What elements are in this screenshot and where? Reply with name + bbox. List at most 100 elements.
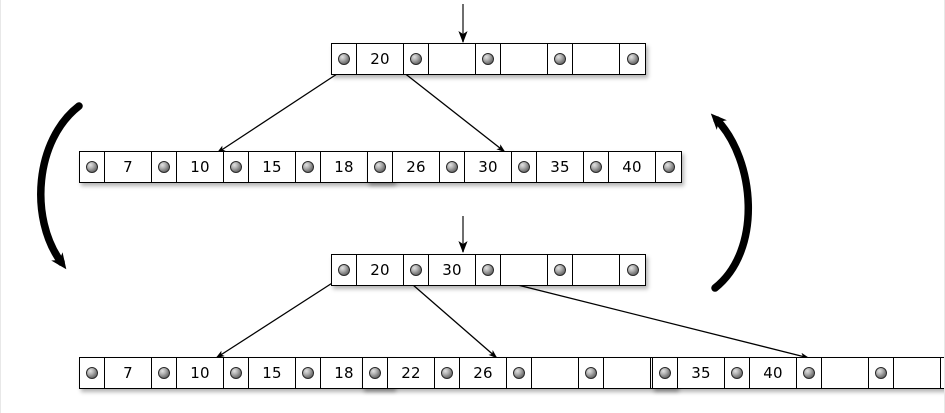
pointer-dot-icon xyxy=(662,161,675,173)
pointer-cell xyxy=(224,152,249,182)
key-cell xyxy=(501,44,548,74)
pointer-dot-icon xyxy=(590,161,602,173)
pointer-cell xyxy=(797,358,822,388)
pointer-dot-icon xyxy=(518,161,530,173)
pointer-cell xyxy=(512,152,537,182)
key-cell xyxy=(822,358,869,388)
pointer-cell xyxy=(584,152,609,182)
key-value: 35 xyxy=(691,364,711,382)
pointer-dot-icon xyxy=(803,367,815,379)
key-value: 18 xyxy=(334,158,354,176)
pointer-dot-icon xyxy=(338,53,350,65)
key-cell: 18 xyxy=(321,358,368,388)
pointer-dot-icon xyxy=(230,367,242,379)
key-cell: 15 xyxy=(249,152,296,182)
key-cell xyxy=(429,44,476,74)
pointer-dot-icon xyxy=(513,367,525,379)
leaf-node-after-middle: 22 26 xyxy=(362,357,677,389)
pointer-dot-icon xyxy=(482,53,494,65)
pointer-cell xyxy=(941,358,944,388)
pointer-cell xyxy=(440,152,465,182)
child-pointer-before-right xyxy=(402,71,506,153)
key-value: 40 xyxy=(763,364,783,382)
pointer-dot-icon xyxy=(86,367,98,379)
pointer-dot-icon xyxy=(374,161,386,173)
key-cell: 7 xyxy=(105,358,152,388)
pointer-cell xyxy=(404,255,429,285)
key-cell xyxy=(501,255,548,285)
pointer-dot-icon xyxy=(554,53,566,65)
key-value: 26 xyxy=(406,158,426,176)
pointer-cell xyxy=(579,358,604,388)
key-value: 18 xyxy=(334,364,354,382)
leaf-node-after-left: 7 10 15 18 xyxy=(79,357,394,389)
pointer-dot-icon xyxy=(482,264,494,276)
key-value: 10 xyxy=(190,364,210,382)
pointer-cell xyxy=(363,358,388,388)
key-value: 26 xyxy=(473,364,493,382)
pointer-dot-icon xyxy=(875,367,887,379)
leaf-node-before-left: 7 10 15 18 xyxy=(79,151,394,183)
key-cell: 26 xyxy=(393,152,440,182)
pointer-dot-icon xyxy=(585,367,597,379)
key-cell: 20 xyxy=(357,255,404,285)
key-cell: 10 xyxy=(177,358,224,388)
key-value: 15 xyxy=(262,364,282,382)
pointer-dot-icon xyxy=(731,367,743,379)
transition-arrow-right xyxy=(710,113,753,292)
key-cell xyxy=(894,358,941,388)
pointer-cell xyxy=(548,44,573,74)
key-value: 35 xyxy=(550,158,570,176)
key-value: 20 xyxy=(370,50,390,68)
key-value: 30 xyxy=(442,261,462,279)
key-cell: 7 xyxy=(105,152,152,182)
pointer-dot-icon xyxy=(441,367,453,379)
key-value: 30 xyxy=(478,158,498,176)
pointer-cell xyxy=(869,358,894,388)
key-cell xyxy=(573,255,620,285)
pointer-cell xyxy=(620,44,645,74)
key-cell xyxy=(532,358,579,388)
key-cell: 22 xyxy=(388,358,435,388)
pointer-cell xyxy=(548,255,573,285)
key-cell: 10 xyxy=(177,152,224,182)
pointer-dot-icon xyxy=(158,161,170,173)
child-pointer-after-left xyxy=(215,277,341,359)
pointer-dot-icon xyxy=(554,264,566,276)
pointer-cell xyxy=(507,358,532,388)
pointer-cell xyxy=(332,255,357,285)
pointer-cell xyxy=(296,152,321,182)
key-value: 20 xyxy=(370,261,390,279)
pointer-dot-icon xyxy=(626,264,639,276)
key-cell xyxy=(573,44,620,74)
pointer-dot-icon xyxy=(230,161,242,173)
pointer-cell xyxy=(435,358,460,388)
key-value: 7 xyxy=(123,364,133,382)
pointer-cell xyxy=(296,358,321,388)
pointer-dot-icon xyxy=(410,53,422,65)
pointer-cell xyxy=(476,255,501,285)
key-cell: 40 xyxy=(750,358,797,388)
child-pointer-after-middle xyxy=(404,277,498,359)
pointer-dot-icon xyxy=(626,53,639,65)
pointer-cell xyxy=(476,44,501,74)
key-cell: 30 xyxy=(465,152,512,182)
pointer-dot-icon xyxy=(158,367,170,379)
pointer-dot-icon xyxy=(302,367,314,379)
leaf-node-after-right: 35 40 xyxy=(652,357,944,389)
pointer-dot-icon xyxy=(410,264,422,276)
pointer-cell xyxy=(152,358,177,388)
key-cell xyxy=(604,358,651,388)
key-cell: 15 xyxy=(249,358,296,388)
pointer-dot-icon xyxy=(446,161,458,173)
key-value: 22 xyxy=(401,364,421,382)
pointer-cell xyxy=(332,44,357,74)
root-node-before: 20 xyxy=(331,43,646,75)
pointer-dot-icon xyxy=(302,161,314,173)
transition-arrow-left xyxy=(37,102,83,270)
key-cell: 26 xyxy=(460,358,507,388)
pointer-dot-icon xyxy=(659,367,671,379)
